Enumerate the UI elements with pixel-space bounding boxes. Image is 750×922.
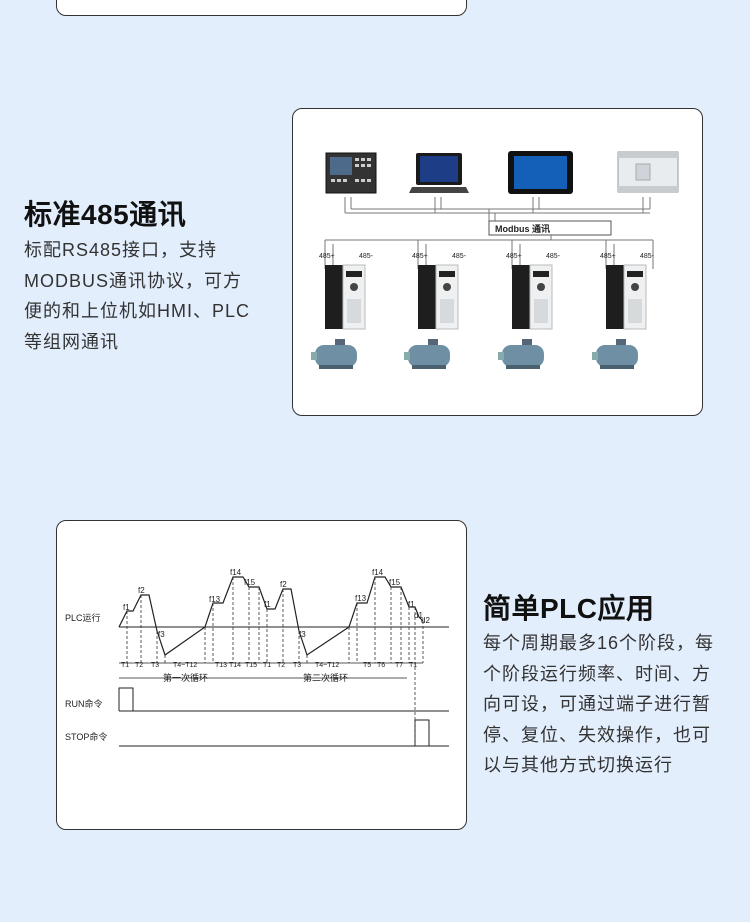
control-panel-device (325, 152, 377, 194)
terminal-minus-label: 485- (640, 253, 655, 260)
description-line: 以与其他方式切换运行 (483, 755, 673, 775)
drive-unit: 485+ 485- (592, 240, 655, 369)
time-interval-label: T1 (263, 662, 271, 669)
description-line: 标配RS485接口，支持 (24, 240, 218, 260)
section-485-title: 标准485通讯 (24, 199, 187, 230)
frequency-label: d1 (414, 611, 423, 620)
laptop-device (409, 153, 469, 193)
description-line: 每个周期最多16个阶段，每 (483, 633, 715, 653)
time-interval-label: T6 (377, 662, 385, 669)
frequency-label: f1 (264, 600, 271, 609)
frequency-label: f14 (230, 568, 242, 577)
frequency-label: f15 (244, 578, 256, 587)
network-diagram: Modbus 通讯 485+485-485+485-485+485-485+48… (311, 151, 679, 369)
frequency-label: f13 (209, 595, 221, 604)
motor-icon (592, 339, 638, 369)
motor-icon (404, 339, 450, 369)
frequency-label: f3 (158, 630, 165, 639)
terminal-plus-label: 485+ (600, 253, 616, 260)
motor-icon (498, 339, 544, 369)
description-line: 便的和上位机如HMI、PLC (24, 301, 251, 321)
plc-run-row-label: PLC运行 (65, 612, 101, 623)
time-interval-label: T3 (293, 662, 301, 669)
time-interval-label: T4~T12 (173, 662, 197, 669)
first-cycle-label: 第一次循环 (163, 672, 208, 683)
plc-timing-diagram: PLC运行 RUN命令 STOP命令 (65, 568, 449, 747)
stop-command-label: STOP命令 (65, 731, 107, 742)
terminal-minus-label: 485- (452, 253, 467, 260)
plc-timing-card: PLC运行 RUN命令 STOP命令 (56, 520, 467, 830)
second-cycle-label: 第二次循环 (303, 672, 348, 683)
time-interval-label: T3 (151, 662, 159, 669)
frequency-profile (118, 576, 424, 656)
inverter-dark-panel (325, 265, 343, 329)
hmi-touchscreen-device (508, 151, 573, 194)
inverter-dark-panel (418, 265, 436, 329)
plc-controller-device (617, 151, 679, 193)
motor-icon (311, 339, 357, 369)
drive-unit: 485+ 485- (311, 240, 374, 369)
time-interval-label: T5 (363, 662, 371, 669)
time-interval-label: T14 (229, 662, 241, 669)
time-interval-label: T1 (121, 662, 129, 669)
frequency-label: f2 (280, 580, 287, 589)
time-interval-label: T2 (135, 662, 143, 669)
frequency-label: f1 (123, 603, 130, 612)
frequency-label: d2 (421, 616, 430, 625)
description-line: 向可设，可通过端子进行暂 (483, 694, 711, 714)
frequency-label: f15 (389, 578, 401, 587)
frequency-label: f13 (355, 594, 367, 603)
section-485-description: 标配RS485接口，支持 MODBUS通讯协议，可方 便的和上位机如HMI、PL… (24, 235, 280, 357)
time-interval-label: T15 (245, 662, 257, 669)
modbus-bus-label: Modbus 通讯 (495, 223, 550, 234)
drive-unit: 485+ 485- (404, 240, 467, 369)
description-line: MODBUS通讯协议，可方 (24, 270, 243, 291)
description-line: 等组网通讯 (24, 331, 119, 352)
run-command-label: RUN命令 (65, 698, 103, 709)
description-line: 停、复位、失效操作，也可 (483, 724, 711, 745)
terminal-plus-label: 485+ (506, 253, 522, 260)
frequency-label: f14 (372, 568, 384, 577)
inverter-dark-panel (606, 265, 624, 329)
inverter-dark-panel (512, 265, 530, 329)
description-line: 个阶段运行频率、时间、方 (483, 663, 711, 684)
drives-group: 485+ 485- 485+ 485- 485+ 485- 485+ 485- (311, 240, 655, 369)
time-interval-label: T2 (277, 662, 285, 669)
section-plc-title: 简单PLC应用 (483, 593, 655, 624)
terminal-minus-label: 485- (359, 253, 374, 260)
time-interval-label: T7 (395, 662, 403, 669)
top-card-partial (56, 0, 467, 16)
network-diagram-card: Modbus 通讯 485+485-485+485-485+485-485+48… (292, 108, 703, 416)
terminal-plus-label: 485+ (319, 253, 335, 260)
time-interval-label: T4~T12 (315, 662, 339, 669)
section-plc-description: 每个周期最多16个阶段，每 个阶段运行频率、时间、方 向可设，可通过端子进行暂 … (483, 628, 737, 781)
frequency-label: f3 (299, 630, 306, 639)
time-interval-label: T1 (409, 662, 417, 669)
frequency-label: f1 (408, 600, 415, 609)
frequency-label: f2 (138, 586, 145, 595)
time-interval-label: T13 (215, 662, 227, 669)
drive-unit: 485+ 485- (498, 240, 561, 369)
terminal-minus-label: 485- (546, 253, 561, 260)
terminal-plus-label: 485+ (412, 253, 428, 260)
